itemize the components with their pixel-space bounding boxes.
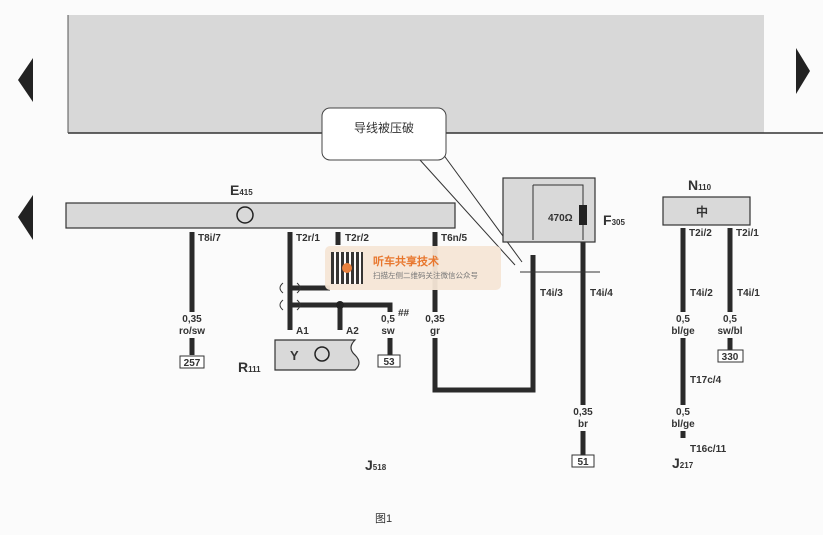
connector-label: T4i/3 <box>540 288 563 299</box>
connector-label: T4i/1 <box>737 288 760 299</box>
pin-label: T2r/1 <box>296 233 320 244</box>
nav-right-arrow-icon[interactable] <box>796 48 810 94</box>
wire-color: br <box>578 419 588 430</box>
terminal-label: 51 <box>577 457 589 468</box>
callout: 导线被压破 <box>321 107 523 266</box>
wire-color: sw <box>381 326 395 337</box>
antenna-icon: Y <box>290 348 299 363</box>
component-r111 <box>274 339 360 371</box>
pin-label: T6n/5 <box>441 233 468 244</box>
wire-color: ro/sw <box>179 326 205 337</box>
connector-label: T17c/4 <box>690 375 722 386</box>
wire-size: 0,5 <box>381 314 395 325</box>
wire-size: 0,35 <box>573 407 593 418</box>
junction <box>336 301 344 309</box>
figure-caption: 图1 <box>375 512 392 525</box>
pin-label: T16c/11 <box>690 444 727 455</box>
wire-gr <box>432 232 536 393</box>
callout-box <box>321 107 447 161</box>
qr-code-icon <box>331 252 363 284</box>
watermark-title: 听车共享技术 <box>373 255 439 268</box>
resistor-value: 470Ω <box>548 213 573 224</box>
watermark-banner: 听车共享技术 扫描左侧二维码关注微信公众号 <box>325 246 501 290</box>
component-label-e415: E415 <box>230 182 253 198</box>
terminal-53 <box>377 354 401 368</box>
pin-label: T2i/2 <box>689 228 712 239</box>
component-n110 <box>662 196 751 226</box>
key-symbol-icon <box>236 206 254 224</box>
component-label-n110: N110 <box>688 177 712 193</box>
crossover-icon <box>279 282 301 311</box>
terminal-label: 330 <box>722 352 739 363</box>
component-e415 <box>65 202 456 229</box>
wire-sw <box>290 302 393 355</box>
watermark-subtitle: 扫描左侧二维码关注微信公众号 <box>373 271 478 280</box>
wire-color: bl/ge <box>671 326 695 337</box>
pin-label: T2r/2 <box>345 233 369 244</box>
connector-label: T4i/2 <box>690 288 713 299</box>
nav-left-arrow-icon[interactable] <box>18 195 33 240</box>
nav-left-arrow-icon[interactable] <box>18 58 33 102</box>
wire-size: 0,35 <box>182 314 202 325</box>
resistor-icon <box>579 205 587 225</box>
pin-label: A2 <box>346 326 359 337</box>
pin-label: T8i/7 <box>198 233 221 244</box>
terminal-51 <box>571 454 595 468</box>
pin-label: A1 <box>296 326 309 337</box>
wire-size: 0,5 <box>676 407 690 418</box>
component-label-j217: J217 <box>672 455 694 471</box>
component-label-j518: J518 <box>365 457 387 473</box>
terminal-label: 53 <box>383 357 395 368</box>
terminal-257 <box>179 355 205 369</box>
pin-label: T2i/1 <box>736 228 759 239</box>
terminal-label: 257 <box>184 358 201 369</box>
key-symbol-icon <box>314 346 330 362</box>
wire-size: 0,5 <box>723 314 737 325</box>
wire-size: 0,5 <box>676 314 690 325</box>
valve-icon: 中 <box>696 204 708 219</box>
wire-color: bl/ge <box>671 419 695 430</box>
wire-size: 0,35 <box>425 314 445 325</box>
switch-icon <box>532 184 584 240</box>
connector-label: T4i/4 <box>590 288 613 299</box>
wire-color: gr <box>430 326 440 337</box>
terminal-330 <box>717 349 744 363</box>
wire-color: sw/bl <box>717 326 742 337</box>
component-label-r111: R111 <box>238 359 261 375</box>
component-label-f305: F305 <box>603 212 625 228</box>
wire-mark: ## <box>398 308 410 319</box>
callout-text: 导线被压破 <box>354 120 414 135</box>
callout-pointer <box>439 149 523 263</box>
